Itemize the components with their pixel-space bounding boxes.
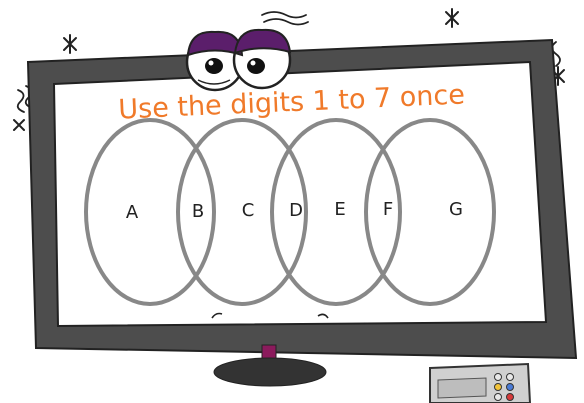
region-label-b: B xyxy=(192,201,204,222)
region-label-a: A xyxy=(126,202,139,223)
circle-3 xyxy=(270,118,402,306)
region-label-c: C xyxy=(242,200,255,221)
circle-1 xyxy=(84,118,216,306)
screen-grip-lines xyxy=(211,312,329,319)
region-label-d: D xyxy=(289,200,303,221)
circle-4 xyxy=(364,118,496,306)
tv-remote-icon xyxy=(429,362,532,403)
monitor-stand-base xyxy=(213,357,327,387)
cartoon-eyes-icon xyxy=(185,28,292,92)
region-label-f: F xyxy=(383,199,393,220)
region-label-g: G xyxy=(449,199,463,220)
circle-2 xyxy=(176,118,308,306)
region-label-e: E xyxy=(334,199,345,220)
